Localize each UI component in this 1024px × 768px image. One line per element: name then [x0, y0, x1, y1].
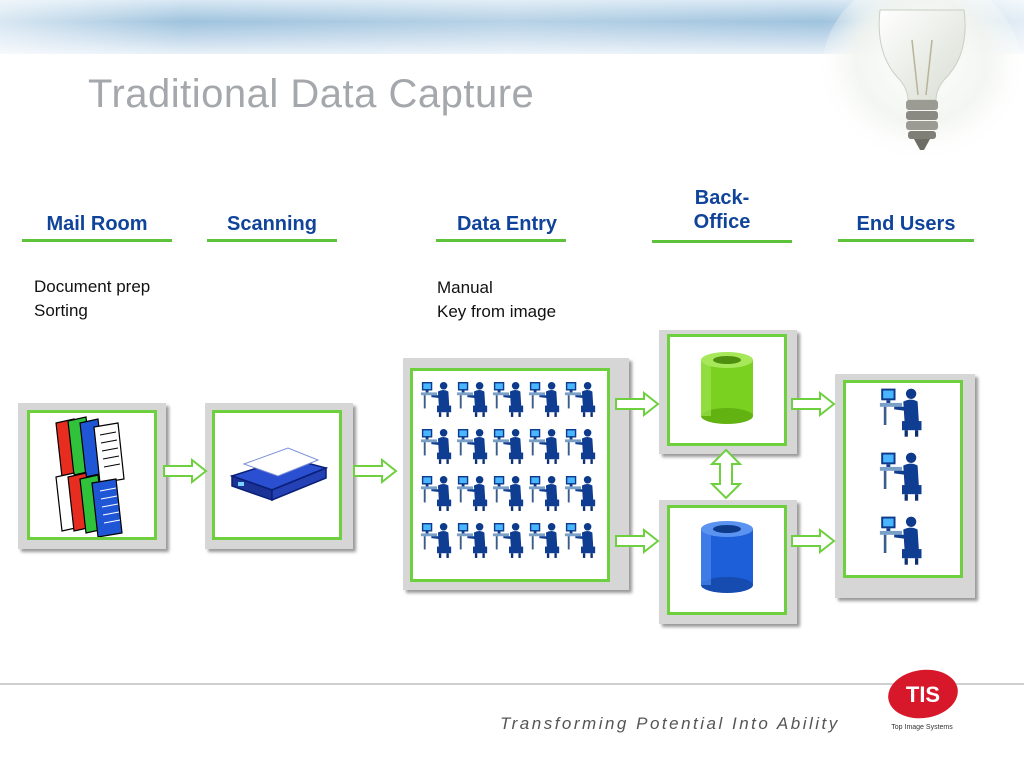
note-line: Document prep [34, 277, 151, 296]
stage-underline [22, 239, 172, 242]
stage-underline [652, 240, 792, 243]
computer-operator-icon [528, 380, 562, 418]
scanner-icon [229, 447, 329, 502]
right-arrow-icon [790, 391, 836, 417]
logo-text: TIS [906, 682, 940, 707]
right-arrow-icon [614, 528, 660, 554]
data-entry-notes: Manual Key from image [437, 276, 556, 324]
note-line: Manual [437, 278, 493, 297]
footer-divider [0, 683, 1024, 685]
light-bulb-icon [822, 0, 1022, 165]
computer-operator-icon [420, 380, 454, 418]
computer-operator-icon [456, 380, 490, 418]
note-line: Key from image [437, 302, 557, 321]
stage-label-back-office: Back- Office [693, 187, 751, 233]
blue-database-icon [701, 521, 753, 593]
computer-operator-icon [528, 521, 562, 559]
computer-operator-icon [456, 521, 490, 559]
computer-operator-icon [492, 427, 526, 465]
mail-room-notes: Document prep Sorting [34, 275, 150, 323]
end-user-column [878, 386, 930, 576]
stage-underline [207, 239, 337, 242]
note-line: Sorting [34, 301, 88, 320]
slide-title: Traditional Data Capture [88, 72, 535, 116]
stage-label-end-users: End Users [856, 213, 956, 235]
vertical-double-arrow-icon [709, 448, 743, 500]
computer-operator-icon [420, 474, 454, 512]
computer-operator-icon [492, 380, 526, 418]
computer-operator-icon [420, 521, 454, 559]
computer-operator-icon [492, 521, 526, 559]
computer-operator-icon [528, 474, 562, 512]
computer-operator-icon [564, 427, 598, 465]
right-arrow-icon [352, 458, 398, 484]
computer-operator-icon [878, 450, 926, 502]
computer-operator-icon [420, 427, 454, 465]
right-arrow-icon [614, 391, 660, 417]
computer-operator-icon [564, 474, 598, 512]
computer-operator-icon [564, 521, 598, 559]
stage-label-scanning: Scanning [226, 213, 317, 235]
stage-underline [838, 239, 974, 242]
logo-caption: Top Image Systems [891, 724, 953, 731]
computer-operator-icon [528, 427, 562, 465]
green-database-icon [701, 352, 753, 424]
footer-tagline: Transforming Potential Into Ability [500, 714, 840, 733]
computer-operator-icon [456, 427, 490, 465]
computer-operator-icon [492, 474, 526, 512]
stage-underline [436, 239, 566, 242]
computer-operator-icon [564, 380, 598, 418]
end-users-box [843, 380, 963, 578]
document-stack-icon [55, 416, 125, 537]
computer-operator-icon [456, 474, 490, 512]
stage-label-data-entry: Data Entry [456, 213, 558, 235]
right-arrow-icon [162, 458, 208, 484]
right-arrow-icon [790, 528, 836, 554]
stage-label-mail-room: Mail Room [46, 213, 148, 235]
computer-operator-icon [878, 386, 926, 438]
computer-operator-icon [878, 514, 926, 566]
company-logo: TIS [888, 669, 958, 719]
operator-grid [420, 380, 604, 572]
